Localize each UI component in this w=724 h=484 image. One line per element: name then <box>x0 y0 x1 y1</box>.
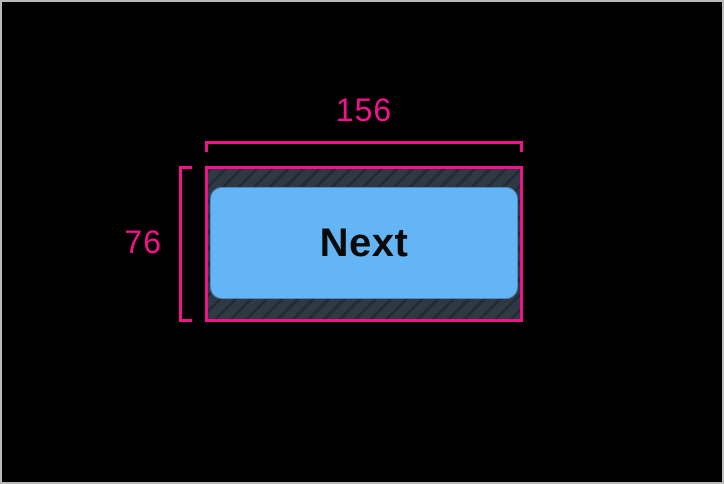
width-dimension-label: 156 <box>335 92 393 128</box>
tap-target-outline: Next <box>205 166 523 322</box>
next-button-label: Next <box>319 220 409 265</box>
width-measure-bracket <box>205 141 523 152</box>
next-button[interactable]: Next <box>210 187 518 299</box>
height-dimension-label: 76 <box>124 224 162 260</box>
height-measure-bracket <box>179 166 192 322</box>
